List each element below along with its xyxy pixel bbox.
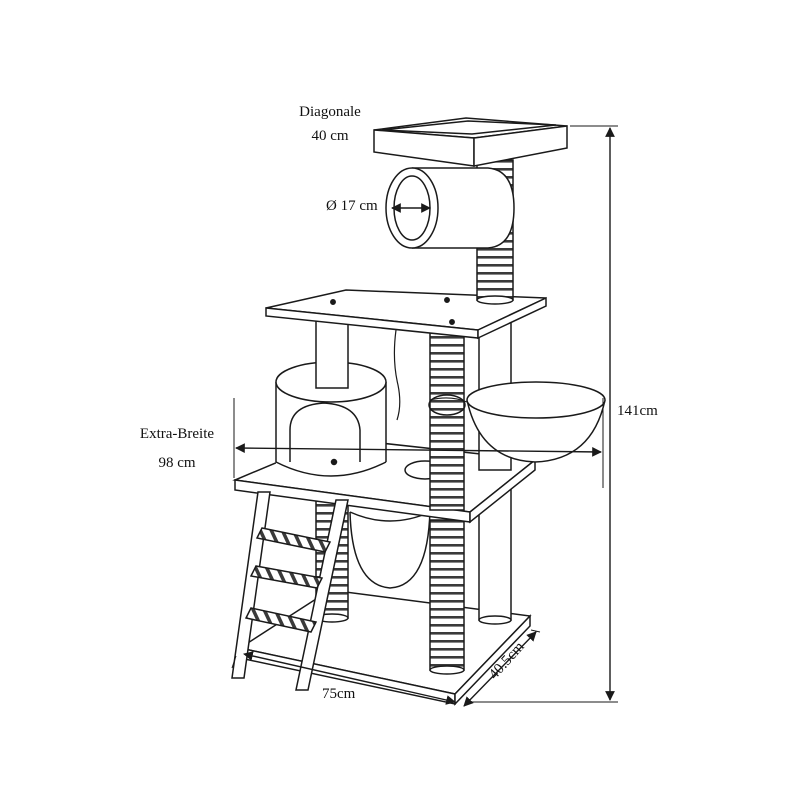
lower-hammock [349,509,431,589]
scratch-post-front-lower [429,519,465,675]
base-width-label: 75cm [322,686,356,702]
top-lounge [373,117,568,167]
base-width-dimension-line [231,651,456,705]
upper-platform [265,289,547,340]
diagonal-value: 40 cm [311,128,349,144]
diagonal-label: Diagonale [299,104,361,120]
base-depth-dimension-line [463,629,541,707]
tunnel-diameter-label: Ø 17 cm [326,198,378,214]
height-label: 141cm [617,403,658,419]
scratch-post-front-upper [429,329,465,511]
hanging-toy [393,329,401,421]
extra-width-label: Extra-Breite [139,426,215,442]
post-upper-left [315,317,349,389]
cat-house [275,361,387,478]
extra-width-dimension-line [233,398,604,488]
extra-width-value: 98 cm [158,455,196,471]
